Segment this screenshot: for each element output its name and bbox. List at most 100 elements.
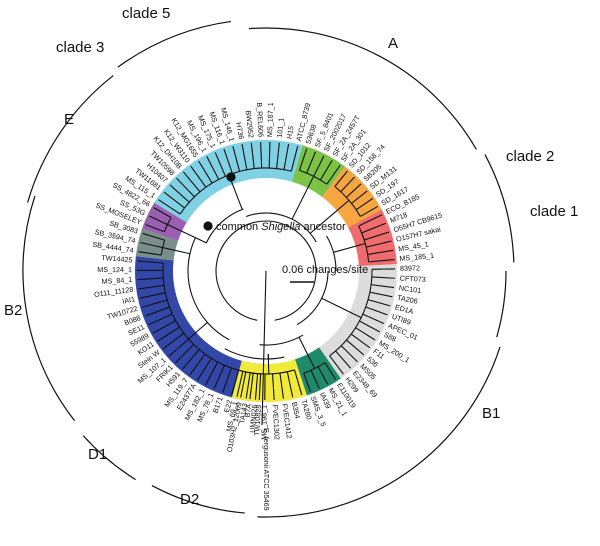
label-clade1: clade 1 — [530, 203, 578, 220]
tip-stem — [244, 158, 248, 170]
backbone-link — [238, 200, 243, 210]
tip-branch — [249, 382, 253, 400]
tip-stem — [182, 196, 190, 203]
tip-label: MS_187_1 — [265, 102, 275, 137]
tip-stem — [256, 373, 259, 386]
tip-stem — [160, 299, 168, 303]
tip-branch — [321, 159, 333, 177]
tip-stem — [176, 332, 185, 340]
clade-sector-B1 — [135, 256, 265, 402]
tip-stem — [317, 366, 322, 374]
tip-stem — [218, 365, 225, 379]
tip-branch — [368, 316, 385, 324]
clade-bracket — [117, 20, 232, 68]
tip-branch — [254, 385, 258, 400]
tip-stem — [340, 189, 343, 193]
tip-label: TA206 — [397, 293, 419, 306]
backbone-arc — [296, 270, 329, 326]
clade-bracket — [249, 27, 477, 150]
tip-stem — [160, 229, 165, 233]
tip-branch — [341, 176, 355, 191]
group-stem — [167, 224, 195, 238]
label-clade2: clade 2 — [506, 148, 554, 165]
backbone-link — [194, 236, 207, 244]
tip-stem — [366, 244, 374, 248]
tip-branch — [163, 191, 173, 200]
backbone-link — [291, 193, 306, 220]
tip-stem — [200, 179, 207, 188]
tip-branch — [326, 364, 337, 380]
tip-stem — [290, 158, 296, 172]
tip-stem — [176, 338, 189, 350]
tip-label: FVEC1302 — [271, 404, 282, 440]
tip-branch — [157, 333, 169, 342]
tip-stem — [358, 222, 365, 227]
tip-stem — [351, 196, 360, 204]
tip-branch — [372, 240, 392, 247]
clade-sector-A — [154, 139, 303, 223]
label-d2: D2 — [180, 491, 199, 508]
tip-branch — [168, 349, 177, 357]
tip-label: MS_84_1 — [101, 275, 132, 286]
tip-stem — [215, 173, 220, 180]
tip-branch — [272, 388, 275, 400]
tip-branch — [236, 380, 242, 397]
tip-branch — [181, 355, 195, 370]
tip-branch — [377, 231, 390, 237]
tip-stem — [251, 373, 254, 383]
tip-branch — [231, 375, 238, 396]
tip-stem — [221, 166, 226, 177]
tip-label: TW14425 — [101, 253, 133, 264]
tip-stem — [369, 291, 376, 294]
tip-stem — [271, 373, 275, 389]
tip-branch — [280, 383, 285, 399]
tip-stem — [168, 326, 180, 335]
tip-stem — [303, 373, 306, 378]
clade-bracket — [484, 154, 515, 263]
tip-stem — [237, 164, 241, 172]
clade-sector-D2 — [231, 359, 307, 403]
tip-branch — [189, 365, 197, 376]
clade-bracket — [22, 195, 75, 421]
tip-branch — [222, 377, 229, 393]
tip-branch — [304, 376, 312, 393]
tip-stem — [227, 160, 233, 174]
tip-stem — [242, 371, 247, 385]
tip-stem — [294, 369, 299, 384]
tip-label: MS_185_1 — [399, 251, 434, 263]
tip-branch — [299, 148, 308, 168]
tip-stem — [371, 284, 385, 287]
tip-branch — [285, 143, 290, 161]
clade-arcs — [22, 20, 515, 518]
tip-branch — [153, 207, 171, 218]
group-stem — [188, 327, 201, 340]
clade-bracket — [496, 270, 507, 338]
tip-stem — [152, 244, 163, 249]
tip-branch — [288, 378, 294, 398]
tip-branch — [145, 224, 161, 231]
tip-branch — [363, 214, 383, 224]
tip-stem — [156, 306, 170, 313]
tip-branch — [383, 259, 395, 262]
tip-stem — [213, 361, 219, 369]
scale-bar-label: 0.06 changes/site — [282, 264, 368, 276]
tip-stem — [361, 228, 372, 234]
tip-stem — [313, 166, 320, 177]
label-e: E — [64, 111, 74, 128]
tip-branch — [368, 325, 380, 333]
tip-stem — [286, 371, 290, 379]
tip-branch — [340, 170, 348, 180]
legend-ancestor-dot — [203, 221, 213, 231]
tip-label: H15 — [284, 125, 295, 140]
tip-label: IAI1 — [121, 294, 135, 305]
backbone-arc — [187, 237, 230, 341]
tip-branch — [293, 145, 299, 159]
tip-branch — [241, 144, 246, 160]
tip-stem — [367, 299, 378, 303]
backbone-link — [200, 322, 208, 329]
tip-stem — [367, 252, 379, 255]
tip-stem — [170, 320, 177, 324]
tip-branch — [344, 348, 358, 363]
tip-label: UMN026 — [248, 404, 259, 433]
